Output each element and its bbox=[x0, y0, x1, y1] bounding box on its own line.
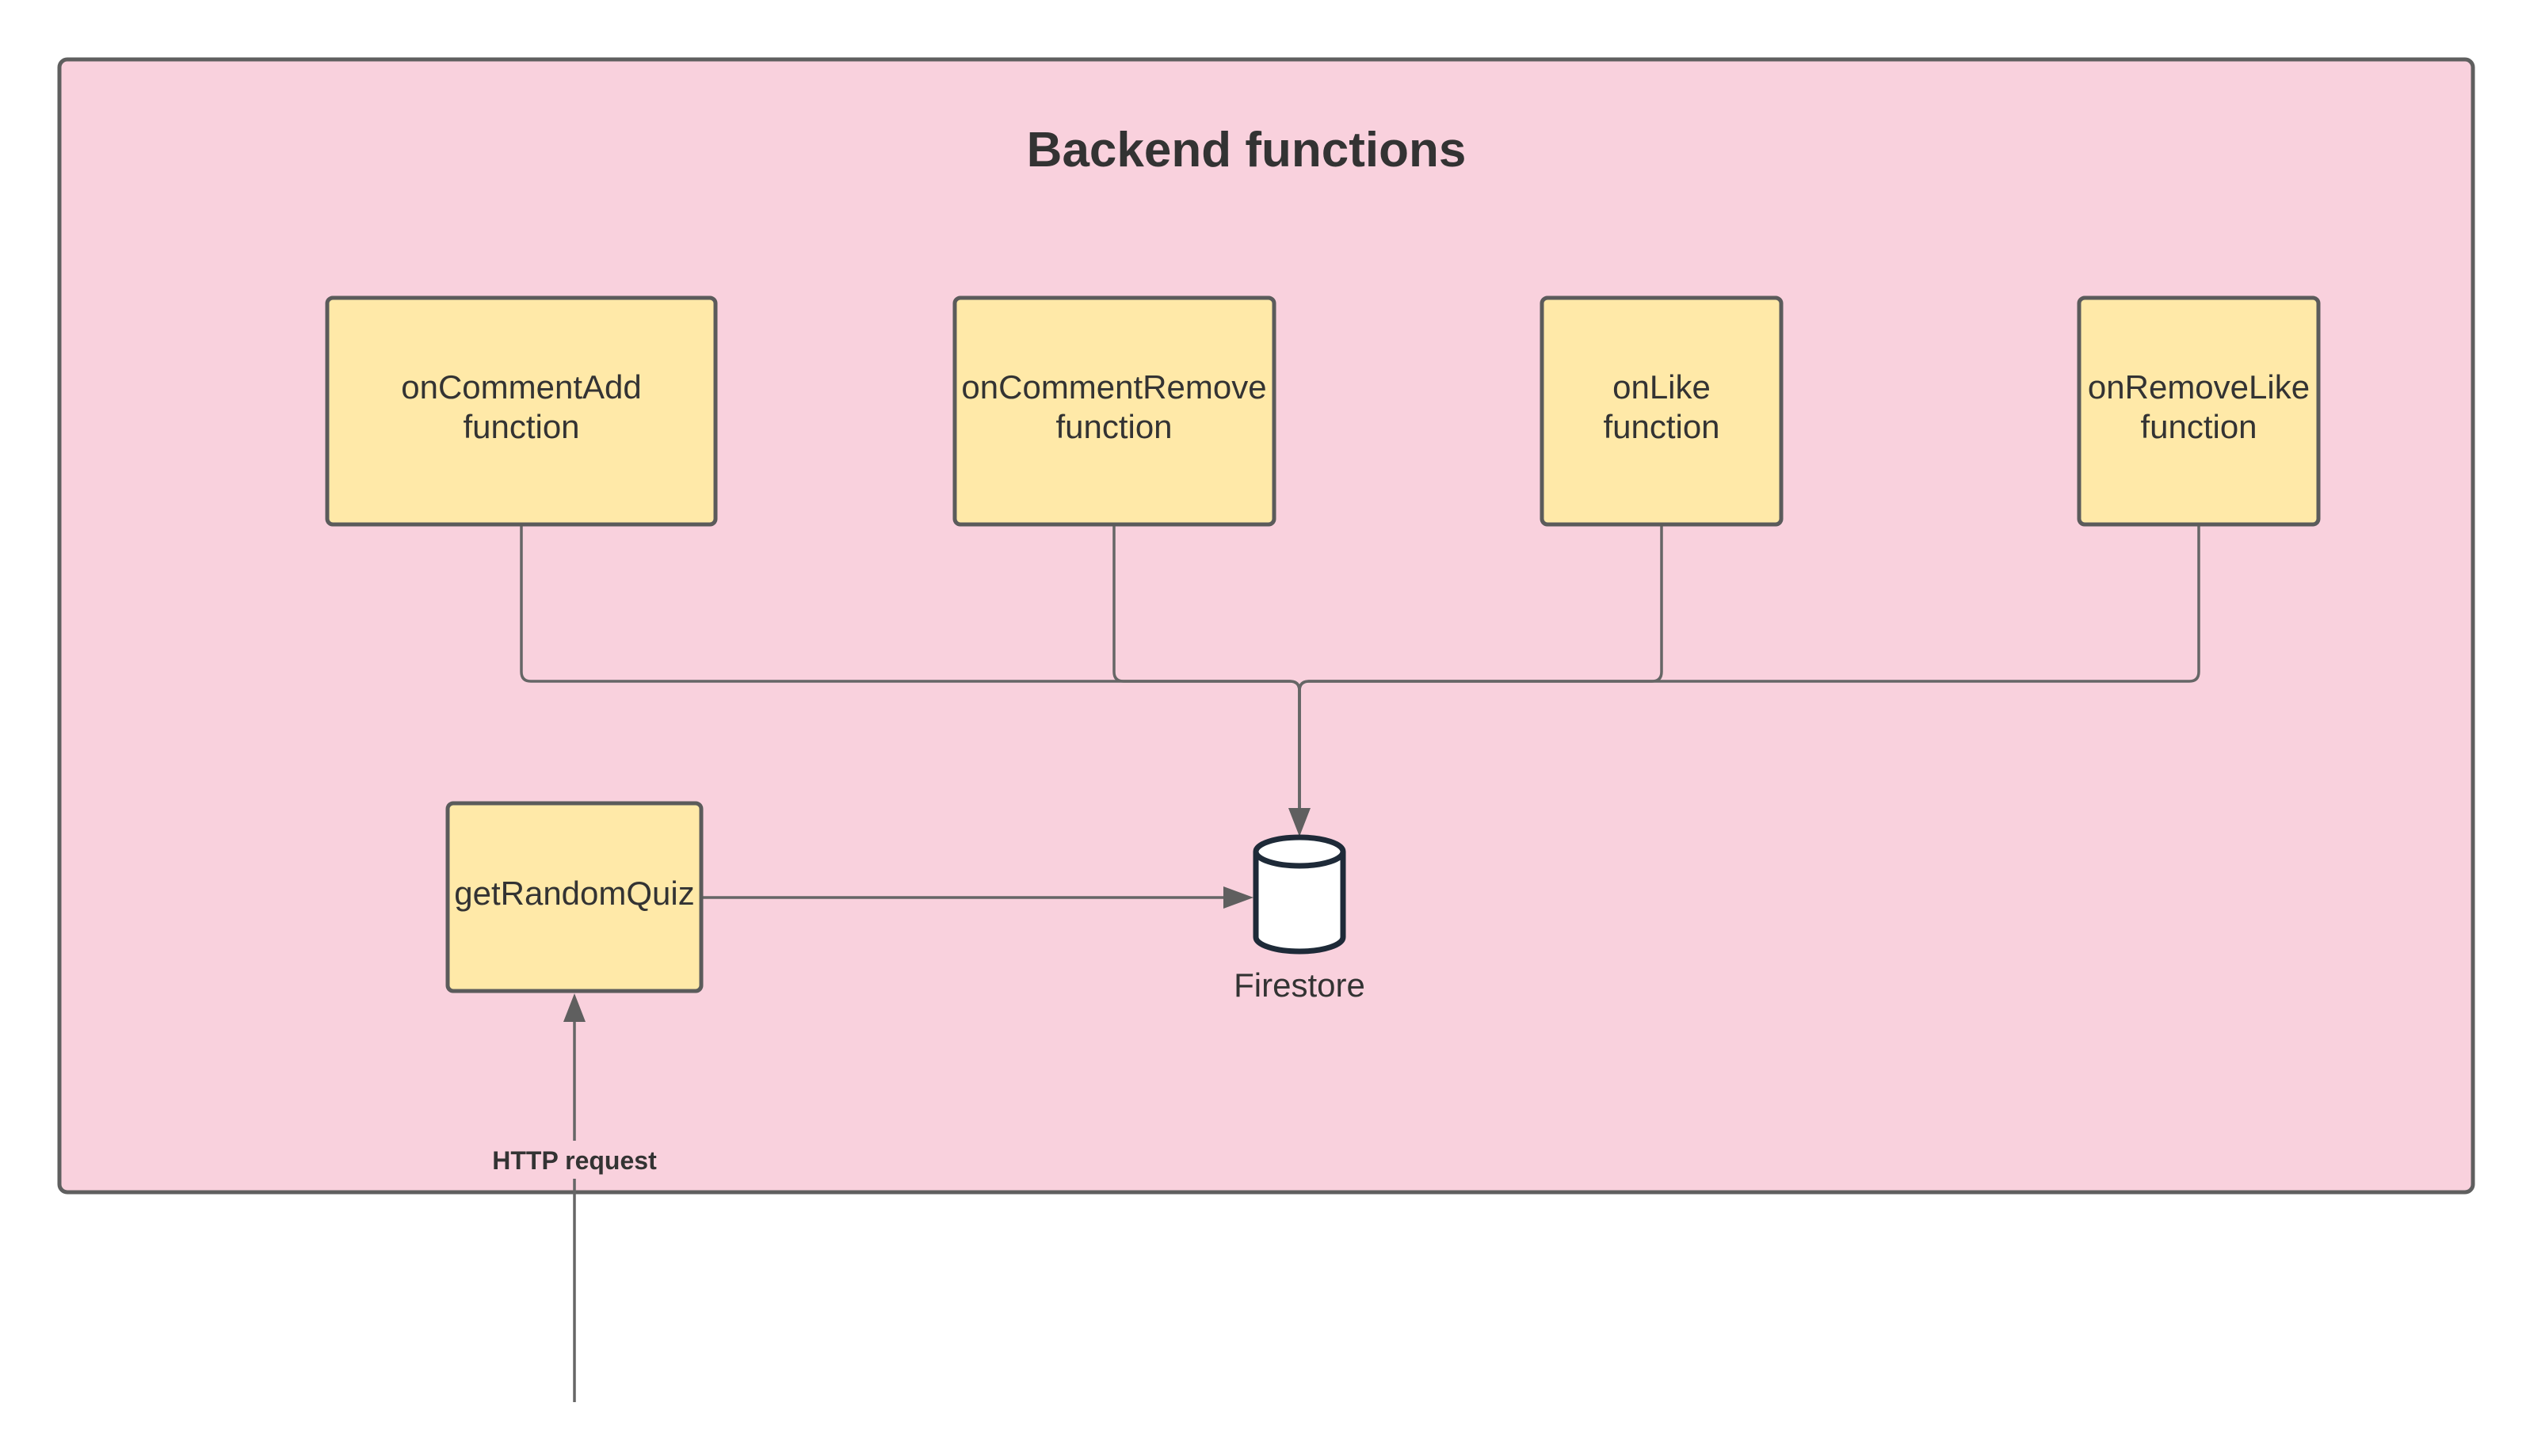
http-request-label-bg bbox=[479, 1141, 670, 1179]
function-name: getRandomQuiz bbox=[454, 875, 695, 912]
function-type: function bbox=[463, 408, 579, 445]
http-request-arrowhead bbox=[563, 993, 586, 1022]
function-box-getrandomquiz[interactable]: getRandomQuiz bbox=[445, 801, 704, 993]
database-cylinder-icon[interactable] bbox=[1253, 834, 1346, 955]
function-box-onremovelike[interactable]: onRemoveLike function bbox=[2077, 295, 2321, 527]
database-cylinder-top bbox=[1253, 834, 1346, 869]
diagram-title: Backend functions bbox=[1027, 123, 1467, 177]
function-name: onLike bbox=[1612, 368, 1711, 406]
function-box-onlike[interactable]: onLike function bbox=[1540, 295, 1784, 527]
arrowhead-into-firestore bbox=[1288, 808, 1311, 837]
function-name: onCommentAdd bbox=[401, 368, 642, 406]
function-name: onRemoveLike bbox=[2088, 368, 2310, 406]
function-type: function bbox=[1603, 408, 1719, 445]
database-cylinder-body bbox=[1253, 852, 1346, 955]
function-type: function bbox=[2140, 408, 2257, 445]
function-box-oncommentremove[interactable]: onCommentRemove function bbox=[952, 295, 1276, 527]
function-type: function bbox=[1055, 408, 1172, 445]
function-name: onCommentRemove bbox=[961, 368, 1266, 406]
firestore-label: Firestore bbox=[1234, 966, 1365, 1004]
function-to-firestore-connectors bbox=[520, 524, 2200, 837]
http-request-label: HTTP request bbox=[492, 1146, 657, 1175]
connector-onremovelike bbox=[1298, 524, 2200, 824]
backend-functions-container bbox=[57, 57, 2475, 1195]
arrowhead-getrandomquiz-to-firestore bbox=[1223, 886, 1253, 909]
function-box-oncommentadd[interactable]: onCommentAdd function bbox=[325, 295, 718, 527]
